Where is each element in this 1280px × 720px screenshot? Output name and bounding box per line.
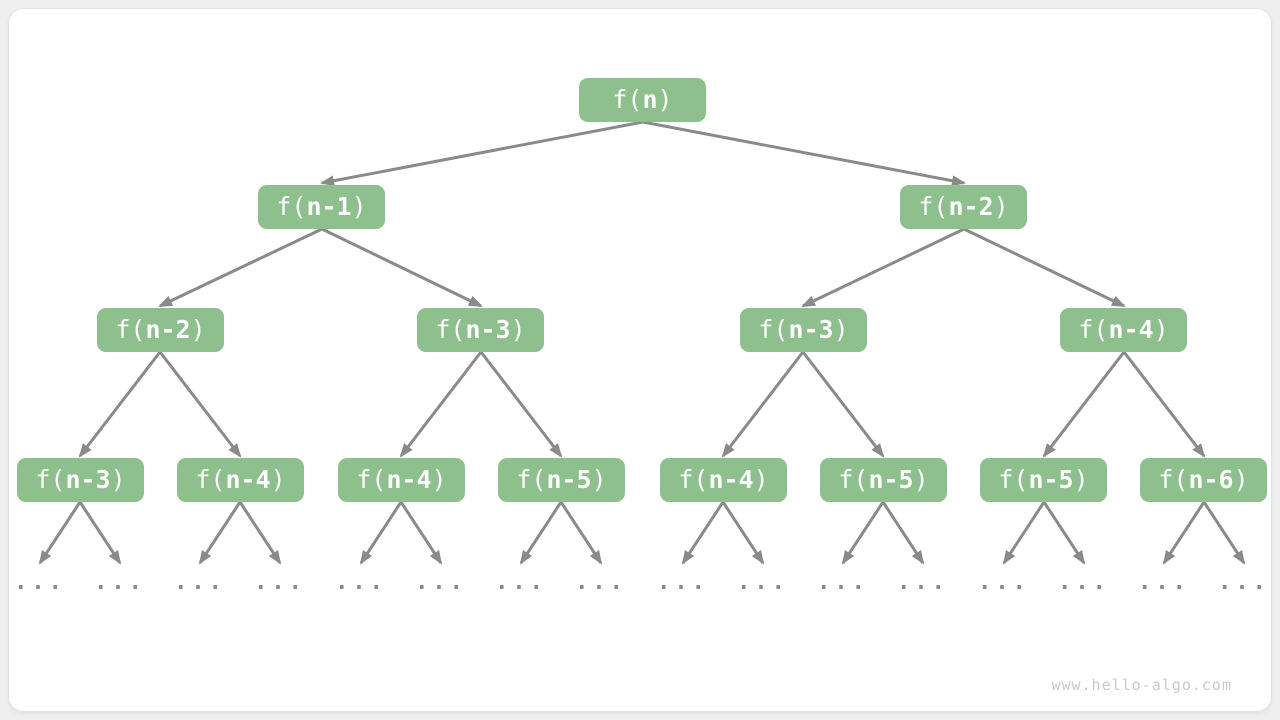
node-label-post: ) [1073, 465, 1089, 494]
node-label-pre: f( [1158, 465, 1189, 494]
node-label-post: ) [431, 465, 447, 494]
node-label-pre: f( [35, 465, 66, 494]
node-label-pre: f( [276, 192, 307, 221]
node-label-post: ) [993, 192, 1009, 221]
ellipsis: ... [335, 570, 387, 595]
tree-node-f-n-6: f(n-6) [1140, 458, 1267, 502]
ellipsis: ... [897, 570, 949, 595]
node-label-pre: f( [678, 465, 709, 494]
tree-node-f-n-4: f(n-4) [338, 458, 465, 502]
tree-node-f-n: f(n) [579, 78, 706, 122]
ellipsis: ... [978, 570, 1030, 595]
node-label-pre: f( [612, 85, 643, 114]
ellipsis: ... [1138, 570, 1190, 595]
tree-node-f-n-1: f(n-1) [258, 185, 385, 229]
ellipsis: ... [94, 570, 146, 595]
node-label-pre: f( [918, 192, 949, 221]
node-label-core: n-4 [225, 465, 271, 494]
node-label-core: n-3 [788, 315, 834, 344]
tree-node-f-n-2: f(n-2) [900, 185, 1027, 229]
tree-node-f-n-5: f(n-5) [498, 458, 625, 502]
node-label-post: ) [913, 465, 929, 494]
tree-node-f-n-3: f(n-3) [17, 458, 144, 502]
node-label-core: n-3 [65, 465, 111, 494]
ellipsis: ... [575, 570, 627, 595]
tree-node-f-n-4: f(n-4) [1060, 308, 1187, 352]
node-label-post: ) [190, 315, 206, 344]
node-label-post: ) [1233, 465, 1249, 494]
node-label-core: n-5 [868, 465, 914, 494]
tree-node-f-n-4: f(n-4) [177, 458, 304, 502]
tree-node-f-n-5: f(n-5) [820, 458, 947, 502]
node-label-core: n-4 [1108, 315, 1154, 344]
node-label-pre: f( [838, 465, 869, 494]
node-label-core: n-6 [1188, 465, 1234, 494]
ellipsis: ... [737, 570, 789, 595]
node-label-post: ) [591, 465, 607, 494]
tree-node-f-n-3: f(n-3) [740, 308, 867, 352]
node-label-post: ) [351, 192, 367, 221]
node-label-core: n-5 [1028, 465, 1074, 494]
node-label-post: ) [270, 465, 286, 494]
ellipsis: ... [1218, 570, 1270, 595]
node-label-pre: f( [758, 315, 789, 344]
ellipsis: ... [415, 570, 467, 595]
ellipsis: ... [14, 570, 66, 595]
node-label-pre: f( [998, 465, 1029, 494]
node-label-core: n-2 [145, 315, 191, 344]
node-label-pre: f( [195, 465, 226, 494]
node-label-post: ) [510, 315, 526, 344]
node-label-post: ) [753, 465, 769, 494]
node-label-pre: f( [115, 315, 146, 344]
node-label-pre: f( [356, 465, 387, 494]
ellipsis: ... [495, 570, 547, 595]
ellipsis: ... [657, 570, 709, 595]
ellipsis: ... [174, 570, 226, 595]
node-label-core: n-5 [546, 465, 592, 494]
node-label-pre: f( [435, 315, 466, 344]
node-label-post: ) [1153, 315, 1169, 344]
tree-node-f-n-5: f(n-5) [980, 458, 1107, 502]
tree-node-f-n-4: f(n-4) [660, 458, 787, 502]
node-label-core: n-1 [306, 192, 352, 221]
node-label-core: n-3 [465, 315, 511, 344]
node-label-pre: f( [516, 465, 547, 494]
tree-node-f-n-2: f(n-2) [97, 308, 224, 352]
ellipsis: ... [1058, 570, 1110, 595]
node-label-pre: f( [1078, 315, 1109, 344]
node-label-post: ) [110, 465, 126, 494]
watermark: www.hello-algo.com [1051, 676, 1232, 694]
ellipsis: ... [254, 570, 306, 595]
ellipsis: ... [817, 570, 869, 595]
node-label-core: n-4 [386, 465, 432, 494]
node-label-core: n-4 [708, 465, 754, 494]
tree-node-f-n-3: f(n-3) [417, 308, 544, 352]
node-label-post: ) [657, 85, 673, 114]
node-label-core: n [642, 85, 658, 114]
node-label-post: ) [833, 315, 849, 344]
node-label-core: n-2 [948, 192, 994, 221]
